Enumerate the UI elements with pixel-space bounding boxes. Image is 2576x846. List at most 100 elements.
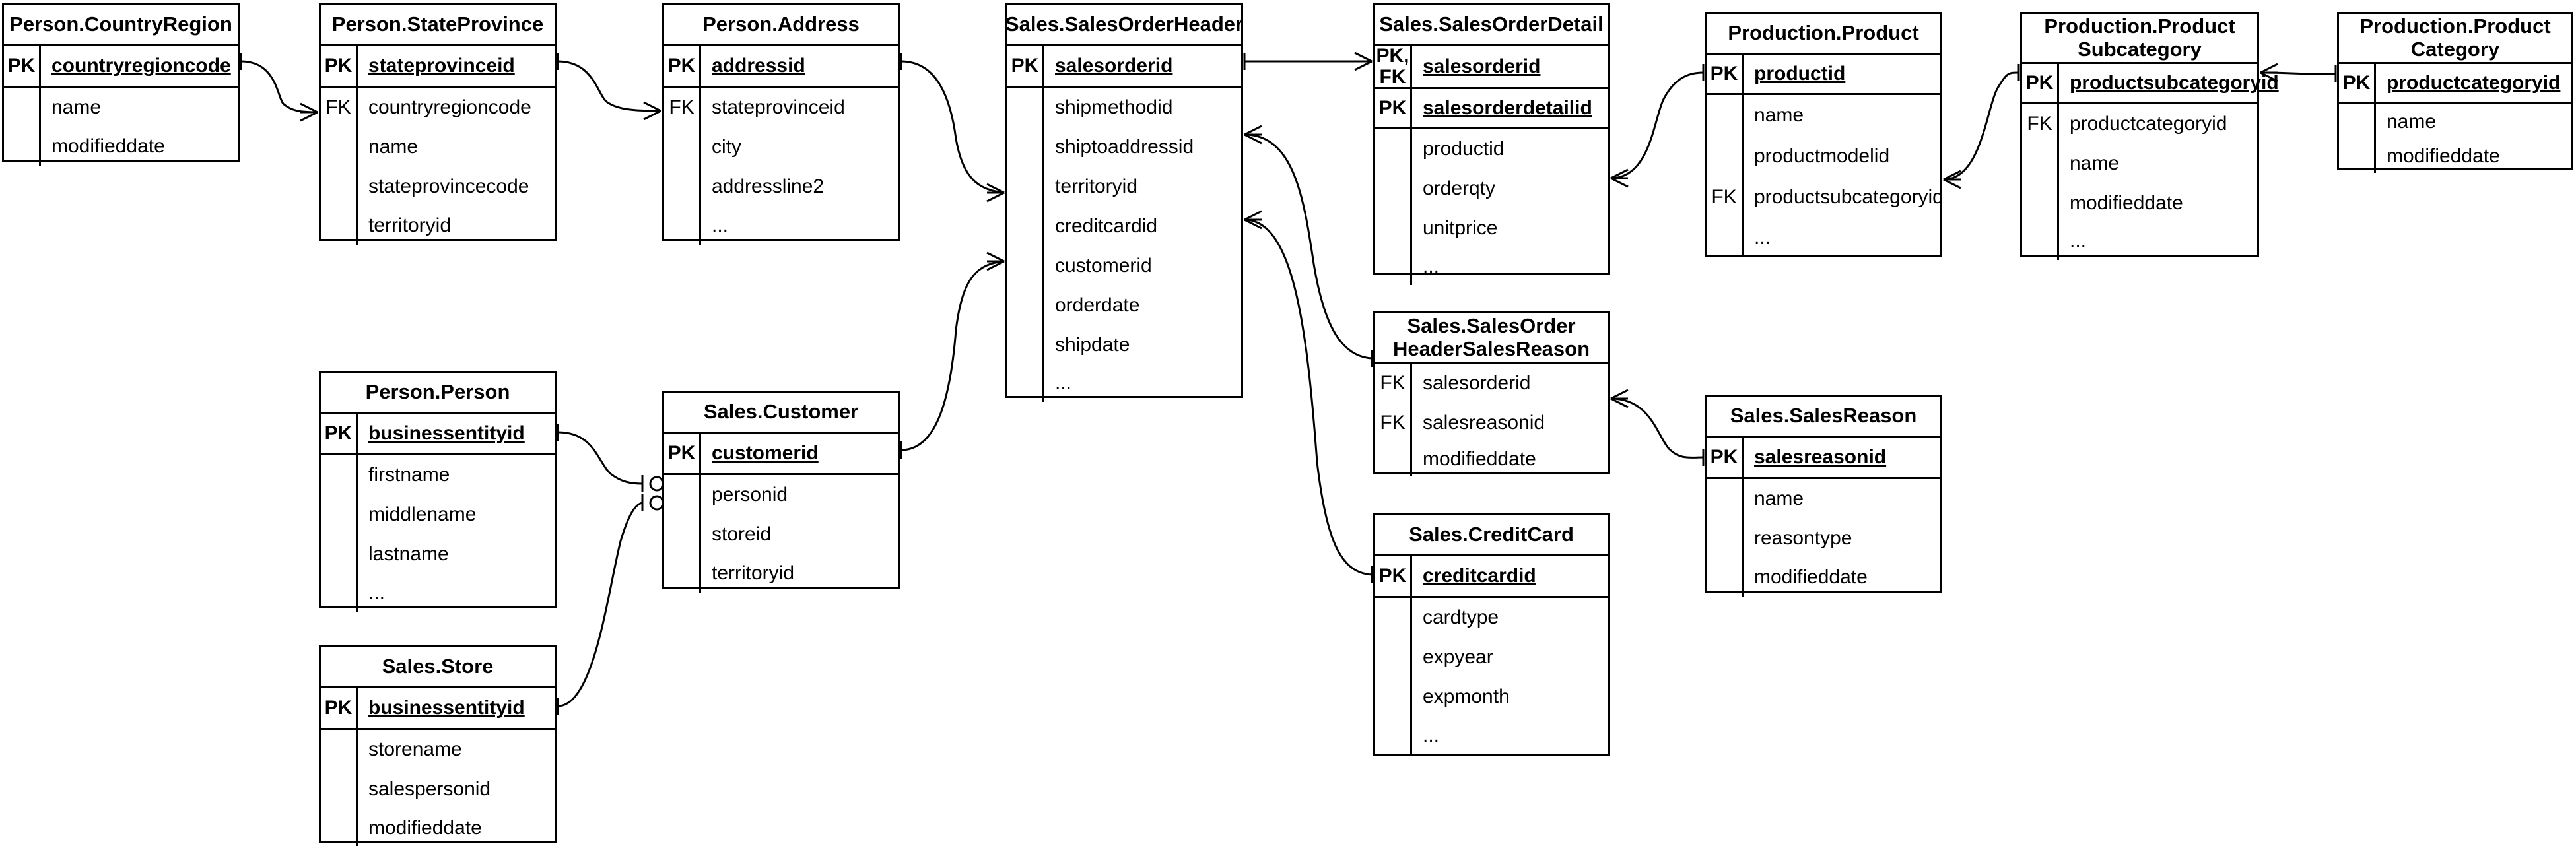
field-row[interactable]: addressline2 bbox=[664, 167, 898, 207]
field-row[interactable]: unitprice bbox=[1375, 209, 1608, 248]
field-row[interactable]: ... bbox=[1707, 218, 1940, 257]
field-row[interactable]: expyear bbox=[1375, 637, 1608, 677]
field-name: productsubcategoryid bbox=[1754, 186, 1944, 208]
field-key-label bbox=[1007, 365, 1044, 402]
field-row[interactable]: storename bbox=[321, 730, 555, 769]
field-row[interactable]: territoryid bbox=[664, 554, 898, 593]
field-key-label bbox=[1375, 209, 1412, 248]
field-row[interactable]: lastname bbox=[321, 535, 555, 574]
field-name: salesorderid bbox=[1055, 55, 1173, 77]
field-row[interactable]: productid bbox=[1375, 129, 1608, 169]
field-row[interactable]: personid bbox=[664, 475, 898, 515]
field-row[interactable]: ... bbox=[664, 207, 898, 245]
field-row[interactable]: shipmethodid bbox=[1007, 88, 1241, 127]
field-name: modifieddate bbox=[2070, 192, 2183, 214]
field-row[interactable]: stateprovincecode bbox=[321, 167, 555, 207]
field-key-label bbox=[321, 455, 358, 495]
field-row[interactable]: ... bbox=[2022, 223, 2257, 260]
field-row[interactable]: modifieddate bbox=[2022, 183, 2257, 223]
field-row[interactable]: name bbox=[1707, 479, 1940, 519]
field-row[interactable]: modifieddate bbox=[4, 127, 238, 166]
field-row[interactable]: orderqty bbox=[1375, 169, 1608, 209]
field-key-label bbox=[1007, 207, 1044, 246]
field-name: businessentityid bbox=[368, 697, 525, 719]
field-row[interactable]: storeid bbox=[664, 515, 898, 554]
field-row[interactable]: city bbox=[664, 127, 898, 167]
field-name: customerid bbox=[712, 442, 819, 464]
field-row[interactable]: firstname bbox=[321, 455, 555, 495]
field-row[interactable]: customerid bbox=[1007, 246, 1241, 286]
field-name: salesorderid bbox=[1423, 372, 1531, 394]
field-row[interactable]: name bbox=[4, 88, 238, 127]
field-row[interactable]: name bbox=[2022, 144, 2257, 183]
field-row[interactable]: reasontype bbox=[1707, 519, 1940, 558]
field-row[interactable]: productmodelid bbox=[1707, 136, 1940, 177]
field-row[interactable]: salespersonid bbox=[321, 769, 555, 809]
field-row[interactable]: name bbox=[1707, 95, 1940, 136]
field-row[interactable]: ... bbox=[321, 574, 555, 612]
field-row[interactable]: ... bbox=[1007, 365, 1241, 402]
field-row[interactable]: expmonth bbox=[1375, 677, 1608, 717]
field-row[interactable]: modifieddate bbox=[2339, 140, 2571, 173]
field-row[interactable]: modifieddate bbox=[1707, 558, 1940, 597]
field-row[interactable]: shiptoaddressid bbox=[1007, 127, 1241, 167]
field-row[interactable]: modifieddate bbox=[321, 809, 555, 846]
field-name: ... bbox=[712, 214, 729, 236]
field-row[interactable]: name bbox=[2339, 104, 2571, 140]
field-row[interactable]: name bbox=[321, 127, 555, 167]
connector-rel-product-productsubcategory bbox=[1943, 64, 2020, 189]
field-row[interactable]: orderdate bbox=[1007, 286, 1241, 325]
field-row[interactable]: cardtype bbox=[1375, 598, 1608, 637]
field-row[interactable]: modifieddate bbox=[1375, 443, 1608, 476]
field-row[interactable]: ... bbox=[1375, 717, 1608, 755]
connector-rel-stateprovince-address bbox=[557, 53, 661, 121]
field-row[interactable]: shipdate bbox=[1007, 325, 1241, 365]
field-name: orderdate bbox=[1055, 294, 1140, 316]
field-row[interactable]: creditcardid bbox=[1007, 207, 1241, 246]
field-row[interactable]: middlename bbox=[321, 495, 555, 535]
field-row[interactable]: ... bbox=[1375, 248, 1608, 285]
field-row[interactable]: territoryid bbox=[321, 207, 555, 245]
field-name: unitprice bbox=[1423, 217, 1498, 239]
field-row[interactable]: territoryid bbox=[1007, 167, 1241, 207]
